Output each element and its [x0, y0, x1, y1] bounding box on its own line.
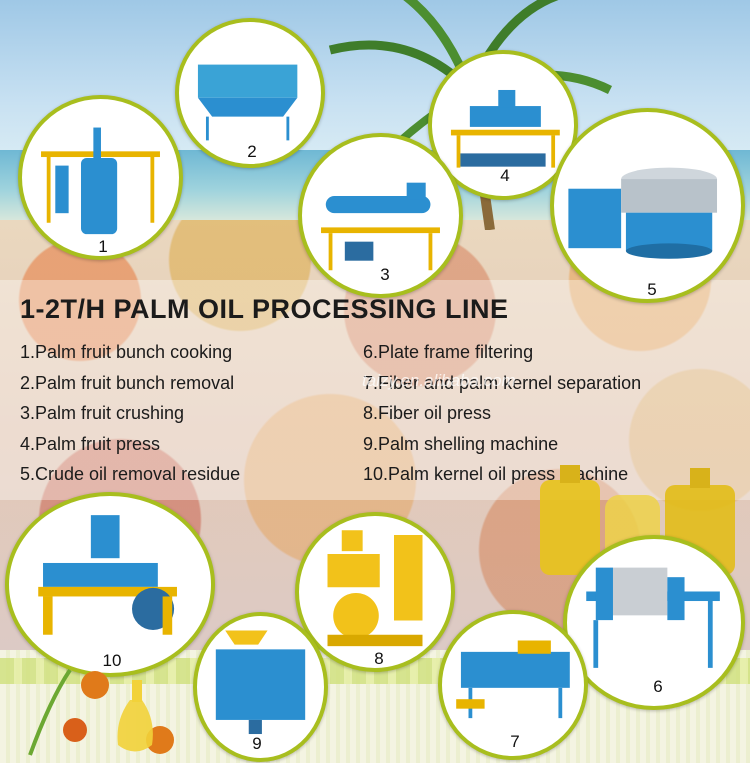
separator-icon — [456, 640, 570, 719]
step-item: 4.Palm fruit press — [20, 433, 161, 454]
vibrating-sieve-icon — [568, 167, 718, 259]
cooking-tank-icon — [41, 127, 160, 235]
machine-2-card: 2 — [175, 18, 325, 168]
oil-press-icon — [327, 530, 423, 647]
machine-3-number: 3 — [380, 265, 390, 284]
steps-list-left: 1.Palm fruit bunch cooking 2.Palm fruit … — [20, 340, 240, 493]
machine-6-card: 6 — [563, 535, 745, 710]
machine-7-number: 7 — [510, 732, 520, 751]
machine-2-number: 2 — [247, 142, 257, 161]
kernel-press-icon — [38, 515, 177, 635]
step-item: 8.Fiber oil press — [363, 403, 492, 423]
screw-crusher-icon — [321, 182, 440, 271]
step-item: 5.Crude oil removal residue — [20, 464, 241, 484]
page-title: 1-2T/H PALM OIL PROCESSING LINE — [20, 294, 509, 324]
hopper-icon — [197, 64, 298, 141]
machine-1-card: 1 — [18, 95, 183, 260]
machine-8-number: 8 — [374, 649, 384, 668]
screw-press-icon — [450, 89, 560, 168]
machine-5-number: 5 — [647, 280, 657, 299]
plate-filter-icon — [586, 567, 720, 668]
step-item: 6.Plate frame filtering — [363, 342, 534, 362]
sheller-icon — [215, 630, 306, 735]
step-item: 2.Palm fruit bunch removal — [20, 372, 235, 393]
step-item: 3.Palm fruit crushing — [20, 403, 185, 423]
machine-4-card: 4 — [428, 50, 578, 200]
machine-5-card: 5 — [550, 108, 745, 303]
watermark: taizy.en.alibaba.com — [362, 371, 516, 390]
step-item: 9.Palm shelling machine — [363, 433, 559, 454]
palm-fruit-oil-icon — [28, 668, 174, 756]
machine-6-number: 6 — [653, 677, 663, 696]
machine-10-number: 10 — [102, 651, 122, 670]
machine-4-number: 4 — [500, 166, 510, 185]
machine-10-card: 10 — [5, 492, 215, 677]
machine-3-card: 3 — [298, 133, 463, 298]
step-item: 1.Palm fruit bunch cooking — [20, 342, 233, 362]
machine-9-card: 9 — [193, 612, 328, 762]
machine-1-number: 1 — [98, 237, 108, 256]
machine-8-card: 8 — [295, 512, 455, 672]
machine-7-card: 7 — [438, 610, 588, 760]
step-item: 7.Fiber and palm kernel separation — [363, 372, 642, 393]
text-backdrop — [0, 280, 750, 500]
machine-9-number: 9 — [252, 734, 262, 753]
